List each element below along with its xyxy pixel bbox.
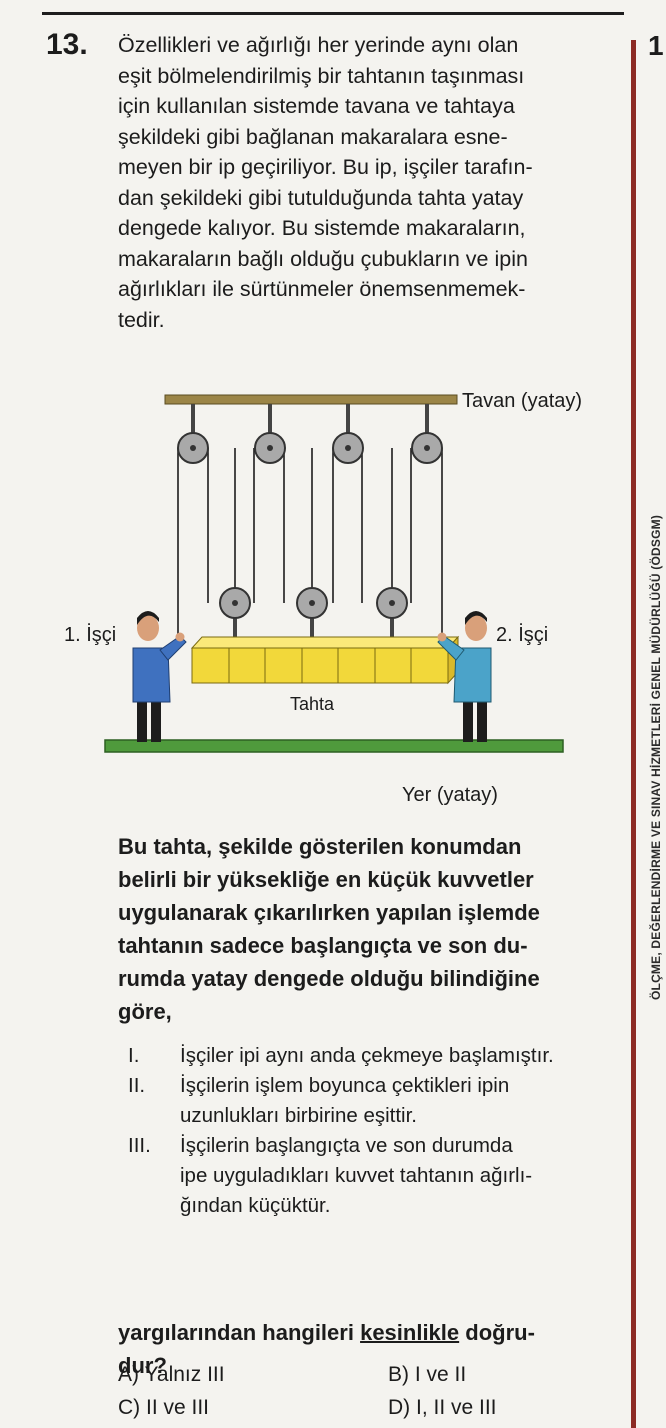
side-rule: [631, 40, 636, 1428]
statement-text: ğından küçüktür.: [180, 1194, 331, 1217]
ask-emphasis: kesinlikle: [360, 1320, 460, 1345]
statement-numeral: I.: [128, 1044, 140, 1067]
prompt-line: uygulanarak çıkarılırken yapılan işlemde: [118, 900, 540, 925]
ask-text: doğru-: [459, 1320, 535, 1345]
body-line: tedir.: [118, 307, 165, 332]
option-a[interactable]: A) Yalnız III: [118, 1363, 225, 1386]
body-line: Özellikleri ve ağırlığı her yerinde aynı…: [118, 33, 519, 57]
board-pulleys: [219, 587, 408, 619]
statement-2: II. İşçilerin işlem boyunca çektikleri i…: [128, 1071, 628, 1131]
option-c[interactable]: C) II ve III: [118, 1396, 210, 1419]
body-line: dan şekildeki gibi tutulduğunda tahta ya…: [118, 185, 524, 210]
body-line: şekildeki gibi bağlanan makaralara esne-: [118, 124, 508, 149]
pulley-figure: [104, 394, 564, 753]
prompt-line: Bu tahta, şekilde gösterilen konumdan: [118, 834, 522, 859]
ceiling-label: Tavan (yatay): [462, 390, 583, 412]
body-line: ağırlıkları ile sürtünmeler önemsenmemek…: [118, 277, 526, 301]
statement-numeral: III.: [128, 1134, 151, 1157]
body-line: eşit bölmelendirilmiş bir tahtanın taşın…: [118, 63, 525, 88]
board-label: Tahta: [290, 694, 335, 714]
top-rule: [42, 12, 624, 15]
ground-label: Yer (yatay): [402, 784, 498, 806]
statement-text: uzunlukları birbirine eşittir.: [180, 1104, 417, 1127]
body-line: makaraların bağlı olduğu çubukların ve i…: [118, 246, 528, 271]
worker-1-label: 1. İşçi: [64, 624, 117, 646]
question-number: 13.: [46, 28, 88, 61]
worker-2-label: 2. İşçi: [496, 624, 549, 646]
prompt-line: tahtanın sadece başlangıçta ve son du-: [118, 933, 528, 958]
statement-text: İşçilerin başlangıçta ve son durumda: [180, 1134, 513, 1157]
statement-numeral: II.: [128, 1074, 146, 1097]
worker-2-figure: [437, 611, 492, 742]
statements-list: I. İşçiler ipi aynı anda çekmeye başlamı…: [128, 1041, 628, 1221]
prompt-line: belirli bir yüksekliğe en küçük kuvvetle…: [118, 867, 534, 892]
ceiling-rods: [191, 404, 429, 440]
statement-3: III. İşçilerin başlangıçta ve son durumd…: [128, 1131, 628, 1221]
prompt-line: göre,: [118, 999, 172, 1024]
statement-text: ipe uyguladıkları kuvvet tahtanın ağırlı…: [180, 1164, 533, 1187]
board: [190, 635, 460, 685]
question-body: Özellikleri ve ağırlığı her yerinde aynı…: [118, 30, 598, 335]
option-b[interactable]: B) I ve II: [388, 1363, 467, 1386]
statement-text: İşçiler ipi aynı anda çekmeye başlamıştı…: [180, 1044, 554, 1067]
question-ask: yargılarından hangileri kesinlikle doğru…: [118, 1316, 535, 1382]
option-d[interactable]: D) I, II ve III: [388, 1396, 497, 1419]
statement-text: İşçilerin işlem boyunca çektikleri ipin: [180, 1074, 510, 1097]
ceiling-bar: [164, 394, 458, 405]
body-line: meyen bir ip geçiriliyor. Bu ip, işçiler…: [118, 155, 533, 179]
statement-1: I. İşçiler ipi aynı anda çekmeye başlamı…: [128, 1041, 628, 1071]
worker-1-figure: [132, 611, 187, 742]
prompt-line: rumda yatay dengede olduğu bilindiğine: [118, 966, 540, 991]
ask-line-1: yargılarından hangileri kesinlikle doğru…: [118, 1316, 535, 1349]
next-question-number: 1: [648, 30, 664, 61]
body-line: dengede kalıyor. Bu sistemde makaraların…: [118, 216, 526, 240]
ground-bar: [104, 739, 564, 753]
rope: [177, 448, 443, 637]
ask-line-2: dur?: [118, 1353, 167, 1378]
body-line: için kullanılan sistemde tavana ve tahta…: [118, 94, 515, 118]
ceiling-pulleys: [177, 432, 443, 464]
ask-text: yargılarından hangileri: [118, 1320, 361, 1345]
question-prompt: Bu tahta, şekilde gösterilen konumdan be…: [118, 830, 608, 1028]
